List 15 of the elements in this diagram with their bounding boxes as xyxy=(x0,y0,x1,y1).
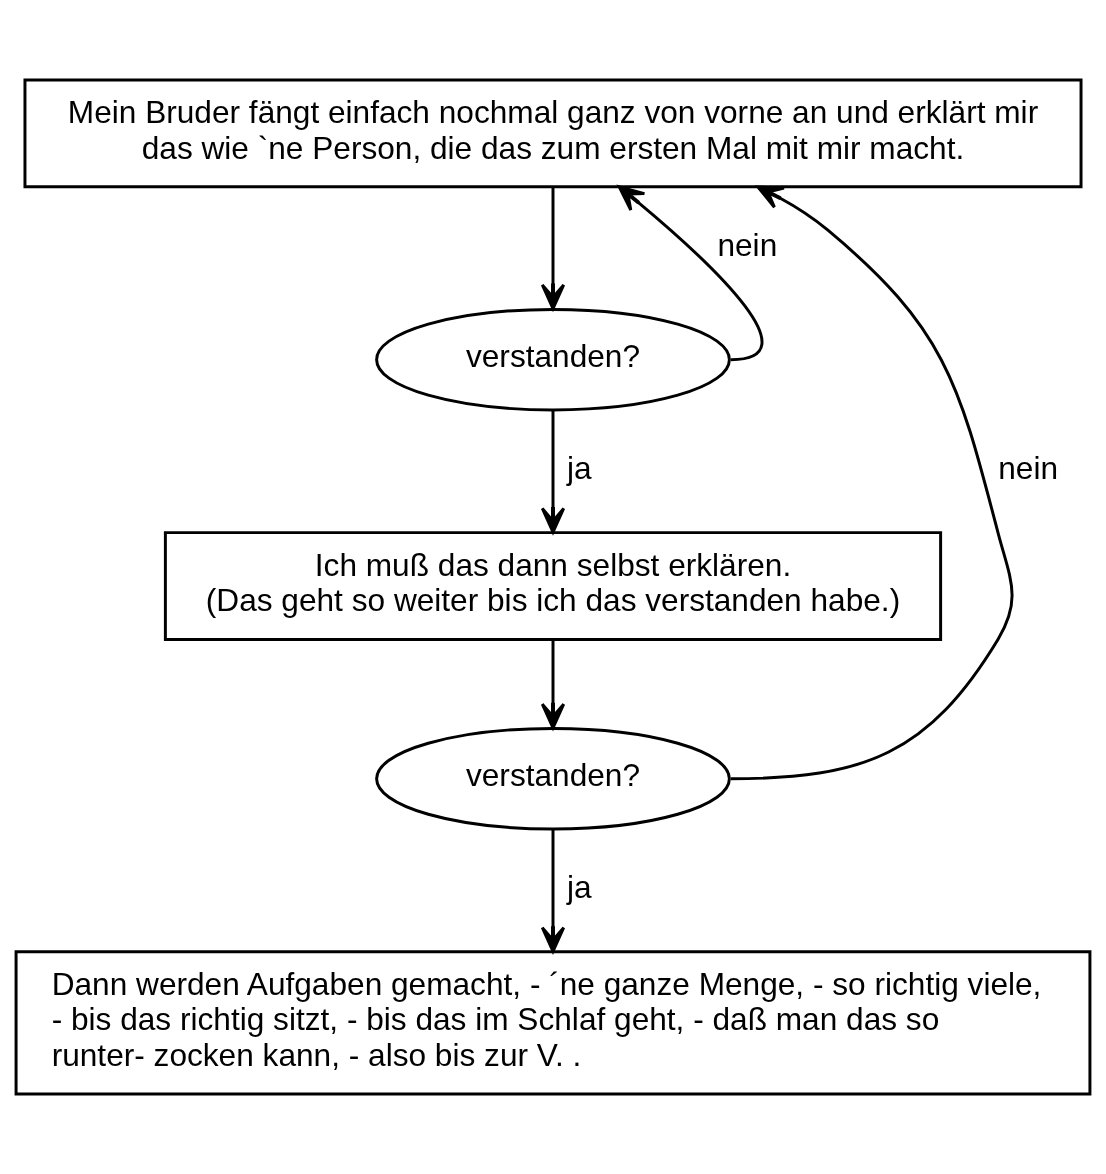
node-ellipse: verstanden? xyxy=(375,727,731,831)
arrow xyxy=(540,829,566,953)
arrow xyxy=(730,185,1014,781)
arrow xyxy=(540,410,566,534)
edge-label: ja xyxy=(566,868,592,905)
edge-label: nein xyxy=(717,226,778,263)
edge-label: ja xyxy=(566,449,592,486)
node-ellipse: verstanden? xyxy=(375,307,731,412)
arrow xyxy=(540,639,566,730)
node-box: Dann werden Aufgaben gemacht, - ´ne ganze Menge, - so richtig viele, - bis das richtig sitzt, - bis das im Schlaf geht, - daß man das so runter- zocken kann, - also bis zur V. . xyxy=(14,950,1092,1096)
node-box: Mein Bruder fängt einfach nochmal ganz von vorne an und erklärt mir das wie `ne Person, die das zum ersten Mal mit mir macht. xyxy=(23,78,1083,189)
node-box: Ich muß das dann selbst erklären. (Das geht so weiter bis ich das verstanden habe.) xyxy=(163,531,943,641)
edge-label: nein xyxy=(998,449,1059,486)
arrow xyxy=(540,186,566,311)
arrow xyxy=(617,185,764,362)
